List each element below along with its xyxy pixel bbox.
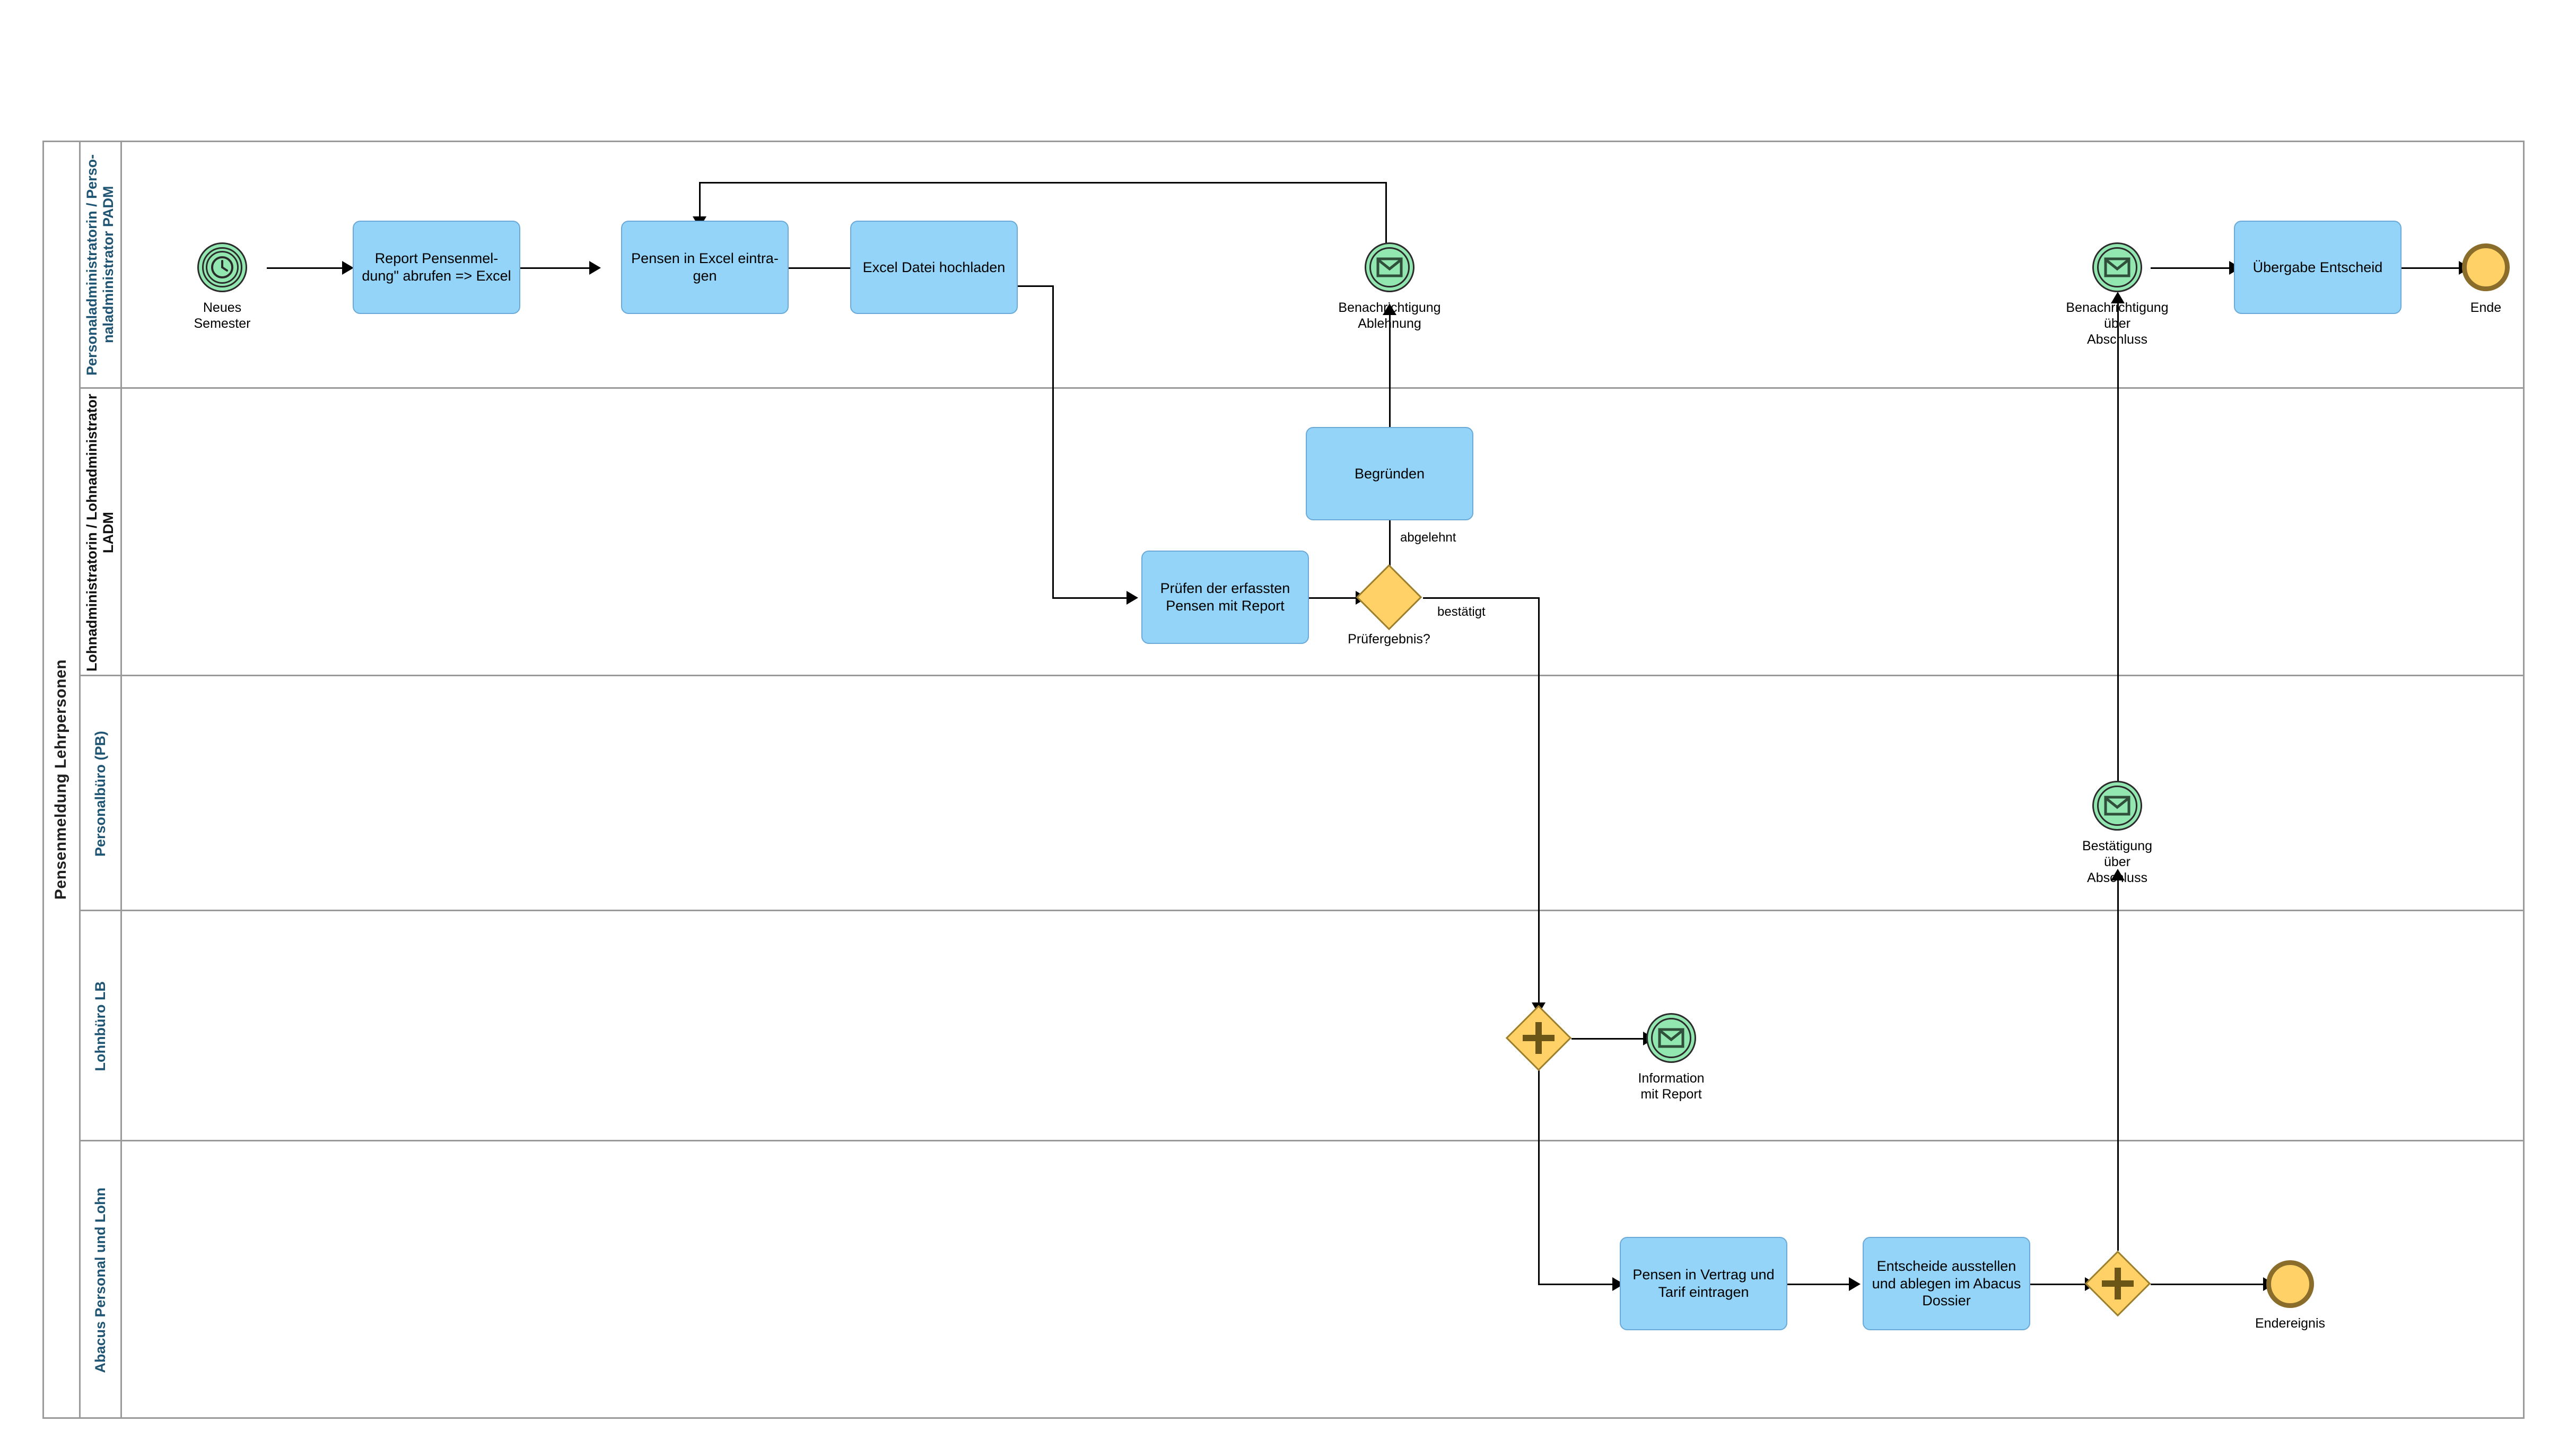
- message-event-bestaetigung-abschluss[interactable]: [2092, 781, 2142, 831]
- flow-gateway-bestaetigt-down: [1538, 597, 1540, 1005]
- flow-ablehnung-loop-left: [699, 182, 1387, 184]
- task-pensen-in-vertrag-und-tarif[interactable]: Pensen in Vertrag und Tarif eintragen: [1620, 1237, 1787, 1330]
- task-pensen-excel-eintragen[interactable]: Pensen in Excel eintra- gen: [621, 221, 789, 314]
- label-pruefergebnis: Prüfergebnis?: [1348, 632, 1430, 647]
- label-information-mit-report: Information mit Report: [1638, 1071, 1705, 1102]
- pool-title-label: Pensenmeldung Lehrpersonen: [51, 659, 69, 900]
- flow-report-to-pensenexcel: [520, 267, 589, 269]
- flow-entscheide-to-join: [2030, 1284, 2085, 1285]
- arrowhead: [2111, 292, 2125, 303]
- timer-start-event[interactable]: [197, 242, 247, 292]
- label-bestaetigung-abschluss: Bestätigung über Abschluss: [2082, 839, 2153, 885]
- end-event-endereignis[interactable]: [2266, 1260, 2314, 1308]
- envelope-icon: [1658, 1028, 1684, 1048]
- flow-uebergabe-to-ende: [2402, 267, 2459, 269]
- lane-pb: [81, 676, 2525, 911]
- flow-start-to-report: [267, 267, 342, 269]
- flow-hochladen-to-pruefen: [1052, 597, 1127, 599]
- task-report-pensenmeldung[interactable]: Report Pensenmel- dung" abrufen => Excel: [353, 221, 520, 314]
- task-entscheide-ausstellen-ablegen[interactable]: Entscheide ausstellen und ablegen im Aba…: [1863, 1237, 2030, 1330]
- label-ende: Ende: [2470, 300, 2502, 315]
- message-event-benachrichtigung-ablehnung[interactable]: [1365, 242, 1414, 292]
- arrowhead: [2111, 869, 2125, 880]
- task-uebergabe-entscheid[interactable]: Übergabe Entscheid: [2234, 221, 2402, 314]
- arrowhead: [1849, 1277, 1861, 1291]
- lane-abacus: [81, 1141, 2525, 1419]
- flow-bestaetigung-to-benachrichtigung: [2117, 303, 2119, 799]
- lane-label-pb: Personalbüro (PB): [92, 730, 108, 857]
- arrowhead: [589, 261, 601, 275]
- flow-begruenden-to-ablehnung: [1389, 315, 1391, 455]
- task-excel-datei-hochladen[interactable]: Excel Datei hochladen: [850, 221, 1018, 314]
- flow-label-bestaetigt: bestätigt: [1437, 605, 1486, 619]
- lane-label-padm: Personaladministratorin / Perso- naladmi…: [84, 154, 117, 376]
- flow-hochladen-right: [1018, 285, 1054, 287]
- plus-icon: [1517, 1016, 1560, 1060]
- lane-label-lb: Lohnbüro LB: [92, 981, 108, 1071]
- flow-join-to-information: [1571, 1038, 1643, 1040]
- clock-icon: [211, 256, 233, 278]
- flow-ablehnung-loop-up: [1385, 182, 1387, 243]
- flow-pensenvertrag-to-entscheide: [1787, 1284, 1849, 1285]
- lane-title-padm: Personaladministratorin / Perso- naladmi…: [81, 141, 122, 389]
- message-event-benachrichtigung-abschluss[interactable]: [2092, 242, 2142, 292]
- task-pruefen-pensen-mit-report[interactable]: Prüfen der erfassten Pensen mit Report: [1141, 551, 1309, 644]
- flow-gateway-to-begruenden: [1389, 510, 1391, 569]
- flow-join-to-endereignis: [2151, 1284, 2263, 1285]
- lane-label-abacus: Abacus Personal und Lohn: [92, 1187, 108, 1373]
- flow-join-to-pensenvertrag: [1538, 1284, 1612, 1285]
- plus-icon: [2096, 1262, 2140, 1305]
- lane-label-ladm: Lohnadministratorin / Lohnadministrator …: [84, 394, 117, 671]
- flow-pensenexcel-to-hochladen: [789, 267, 852, 269]
- flow-hochladen-down: [1052, 285, 1054, 598]
- arrowhead: [1127, 591, 1138, 605]
- lane-title-abacus: Abacus Personal und Lohn: [81, 1141, 122, 1419]
- arrowhead: [342, 261, 354, 275]
- flow-label-abgelehnt: abgelehnt: [1400, 530, 1456, 545]
- flow-benachrichtigung-to-uebergabe: [2151, 267, 2229, 269]
- lane-title-lb: Lohnbüro LB: [81, 911, 122, 1141]
- label-endereignis: Endereignis: [2255, 1316, 2326, 1331]
- message-event-information-mit-report[interactable]: [1646, 1013, 1696, 1063]
- flow-ablehnung-loop-down: [699, 182, 701, 221]
- lane-padm: [81, 141, 2525, 389]
- lane-lb: [81, 911, 2525, 1141]
- lane-title-ladm: Lohnadministratorin / Lohnadministrator …: [81, 389, 122, 676]
- flow-join-up-to-bestaetigung: [2117, 879, 2119, 1251]
- pool-title: Pensenmeldung Lehrpersonen: [42, 141, 81, 1419]
- flow-join-down-to-abacus: [1538, 1070, 1540, 1285]
- timer-start-event-label: Neues Semester: [194, 300, 251, 331]
- label-benachrichtigung-ablehnung: Benachrichtigung Ablehnung: [1338, 300, 1441, 331]
- pool-pensenmeldung: [42, 141, 2525, 1419]
- arrowhead: [1383, 303, 1396, 315]
- label-benachrichtigung-abschluss: Benachrichtigung über Abschluss: [2066, 300, 2169, 347]
- task-begruenden[interactable]: Begründen: [1306, 427, 1473, 520]
- flow-gateway-bestaetigt-right: [1423, 597, 1540, 599]
- flow-pruefen-to-gateway: [1309, 597, 1356, 599]
- lane-title-pb: Personalbüro (PB): [81, 676, 122, 911]
- lane-ladm: [81, 389, 2525, 676]
- end-event-ende[interactable]: [2462, 243, 2510, 291]
- envelope-icon: [2104, 796, 2130, 816]
- envelope-icon: [2104, 257, 2130, 277]
- envelope-icon: [1376, 257, 1403, 277]
